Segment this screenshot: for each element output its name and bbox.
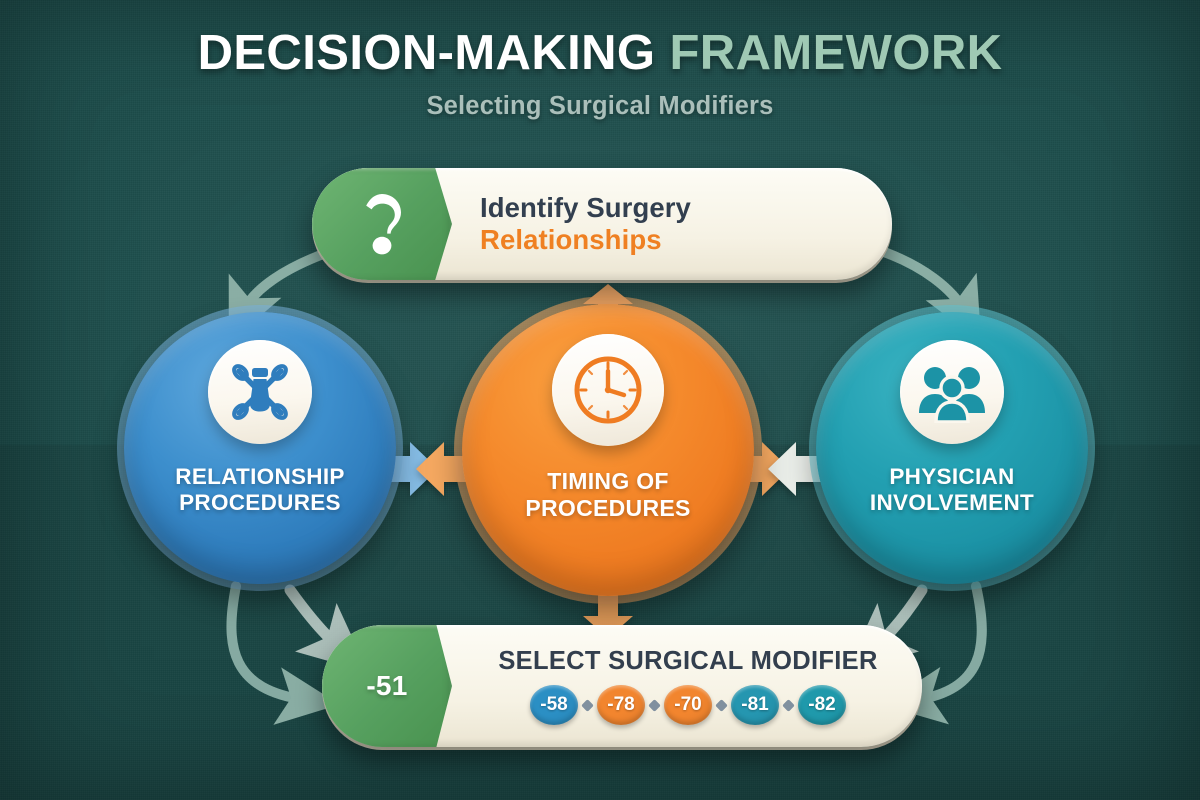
header: DECISION-MAKING FRAMEWORK Selecting Surg… [0, 26, 1200, 121]
top-pill-line2: Relationships [480, 224, 662, 255]
primary-modifier-code: -51 [366, 670, 408, 701]
bottom-pill-title: SELECT SURGICAL MODIFIER [498, 647, 878, 675]
top-pill-icon-cap [312, 168, 452, 280]
node-physician-involvement-label: PHYSICIAN INVOLVEMENT [870, 464, 1034, 516]
arrow-center-to-bottom-pill [583, 580, 633, 638]
node-left-line1: RELATIONSHIP [175, 464, 345, 489]
node-timing-of-procedures[interactable]: TIMING OF PROCEDURES [462, 304, 754, 596]
step-identify-surgery-relationships[interactable]: Identify Surgery Relationships [312, 168, 892, 280]
arrow-right-circle-to-center [768, 442, 836, 496]
arrow-left-circle-to-center [370, 442, 438, 496]
node-physician-involvement[interactable]: PHYSICIAN INVOLVEMENT [816, 312, 1088, 584]
arrow-center-to-left-circle [416, 442, 484, 496]
step-select-surgical-modifier[interactable]: -51 SELECT SURGICAL MODIFIER -58 -78 -70 -8… [322, 625, 922, 747]
node-center-line1: TIMING OF [547, 468, 669, 494]
modifier-separator-icon [782, 698, 795, 712]
page-title: DECISION-MAKING FRAMEWORK [0, 26, 1200, 80]
physician-involvement-icon-bubble [900, 340, 1004, 444]
clock-icon [574, 356, 642, 424]
modifier-badge[interactable]: -78 [597, 685, 645, 725]
lightbulb-question-icon [366, 194, 401, 255]
timing-of-procedures-icon-bubble [552, 334, 664, 446]
connector-top-to-right [879, 247, 982, 342]
bottom-pill-content: SELECT SURGICAL MODIFIER -58 -78 -70 -81 -82 [452, 647, 922, 725]
modifier-badge[interactable]: -58 [530, 685, 578, 725]
top-pill-text: Identify Surgery Relationships [452, 192, 892, 256]
node-right-line1: PHYSICIAN [889, 464, 1015, 489]
modifier-separator-icon [715, 698, 728, 712]
node-relationship-procedures-label: RELATIONSHIP PROCEDURES [175, 464, 344, 516]
modifier-badge[interactable]: -70 [664, 685, 712, 725]
node-relationship-procedures[interactable]: RELATIONSHIP PROCEDURES [124, 312, 396, 584]
title-accent: FRAMEWORK [669, 26, 1003, 80]
node-timing-of-procedures-label: TIMING OF PROCEDURES [525, 468, 690, 521]
modifier-separator-icon [648, 698, 661, 712]
top-pill-line1: Identify Surgery [480, 192, 691, 224]
connector-right-to-bottom [882, 581, 987, 725]
modifier-separator-icon [581, 698, 594, 712]
people-group-icon [919, 367, 985, 423]
relationship-procedures-icon-bubble [208, 340, 312, 444]
page-subtitle: Selecting Surgical Modifiers [426, 91, 774, 120]
arrow-center-to-right-circle [722, 442, 790, 496]
crossed-surgical-instruments-icon [232, 364, 288, 420]
bottom-pill-code-cap: -51 [322, 625, 452, 747]
modifier-badge[interactable]: -81 [731, 685, 779, 725]
node-left-line2: PROCEDURES [179, 490, 341, 516]
node-center-line2: PROCEDURES [525, 494, 691, 521]
title-main: DECISION-MAKING [197, 26, 656, 80]
connector-left-to-bottom [226, 581, 340, 725]
modifier-badge-list: -58 -78 -70 -81 -82 [530, 685, 846, 725]
node-right-line2: INVOLVEMENT [869, 490, 1035, 516]
modifier-badge[interactable]: -82 [798, 685, 846, 725]
